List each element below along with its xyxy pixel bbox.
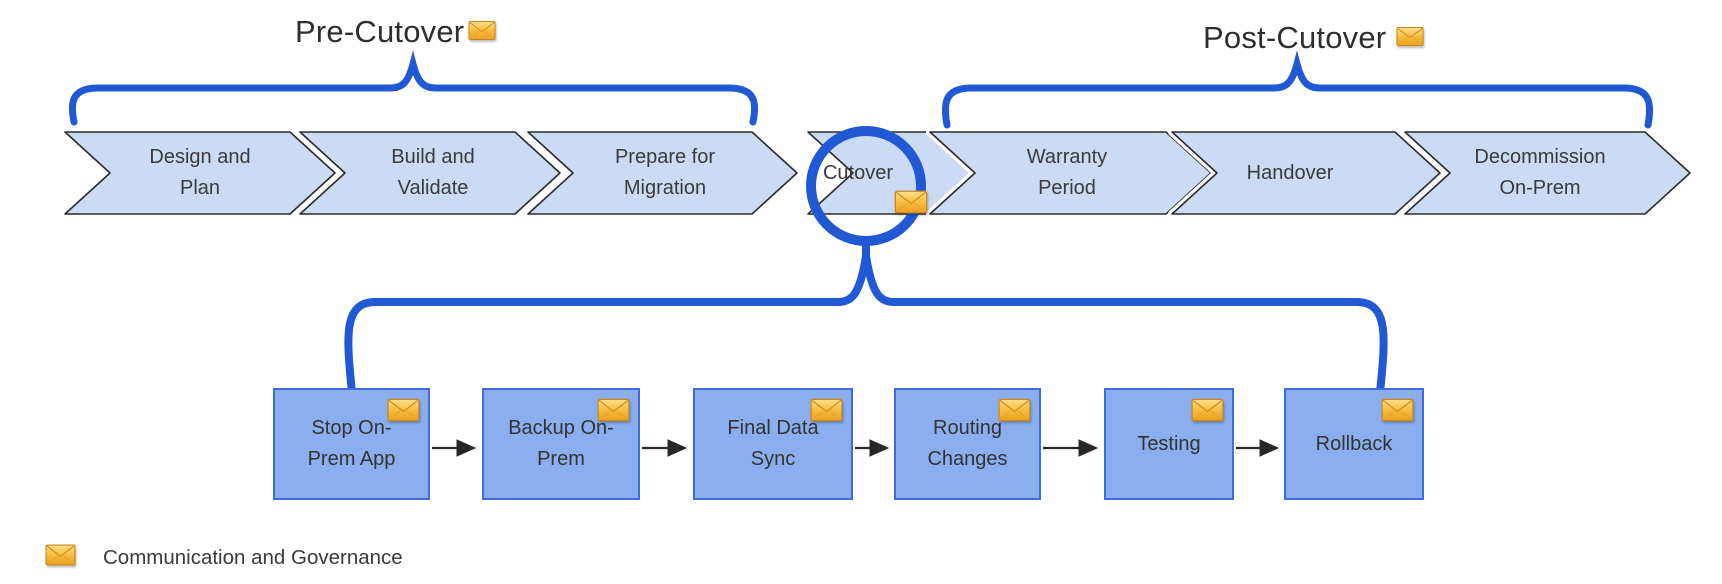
envelope-icon: [45, 543, 76, 573]
pre-cutover-title-label: Pre-Cutover: [295, 14, 465, 49]
envelope-icon: [1396, 20, 1424, 56]
pre-cutover-brace: [68, 50, 759, 126]
envelope-icon: [387, 397, 420, 433]
post-cutover-brace: [941, 50, 1654, 129]
post-cutover-title: Post-Cutover: [1203, 20, 1424, 56]
cutover-steps-bracket: [344, 255, 1388, 396]
step-backup-on-prem: Backup On- Prem: [482, 388, 640, 500]
phase-label-decommission-on-prem: Decommission On-Prem: [1474, 146, 1606, 199]
step-routing-changes: Routing Changes: [894, 388, 1041, 500]
pre-cutover-title: Pre-Cutover: [295, 14, 496, 50]
envelope-icon: [468, 14, 496, 50]
envelope-icon: [810, 397, 843, 433]
phase-label-prepare-for-migration: Prepare for Migration: [614, 146, 716, 199]
step-testing: Testing: [1104, 388, 1234, 500]
post-cutover-title-label: Post-Cutover: [1203, 20, 1387, 55]
phase-label-handover: Handover: [1246, 161, 1334, 184]
phase-label-design-and-plan: Design and Plan: [149, 146, 251, 199]
legend: Communication and Governance: [45, 543, 403, 573]
legend-label: Communication and Governance: [103, 546, 403, 569]
envelope-icon: [1191, 397, 1224, 433]
envelope-icon: [894, 189, 928, 220]
phase-label-cutover: Cutover: [822, 161, 894, 184]
envelope-icon: [597, 397, 630, 433]
step-stop-on-prem-app: Stop On- Prem App: [273, 388, 430, 500]
phase-label-build-and-validate: Build and Validate: [391, 146, 475, 199]
phase-label-warranty-period: Warranty Period: [1026, 146, 1108, 199]
envelope-icon: [1381, 397, 1414, 433]
step-rollback: Rollback: [1284, 388, 1424, 500]
envelope-icon: [998, 397, 1031, 433]
step-final-data-sync: Final Data Sync: [693, 388, 853, 500]
